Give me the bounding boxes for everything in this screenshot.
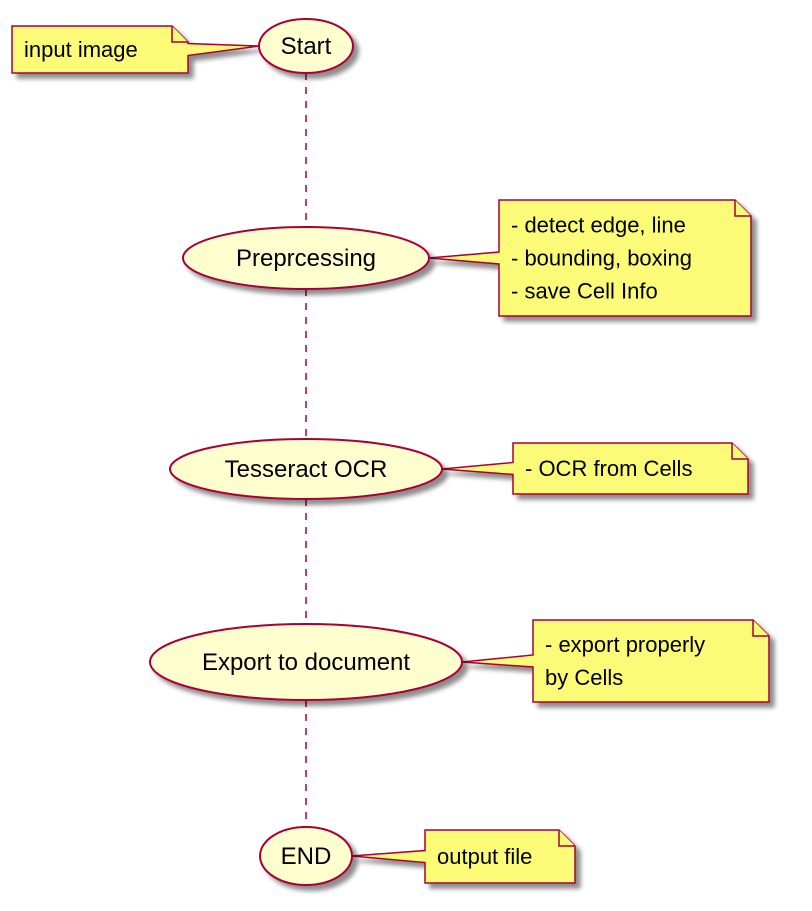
node-shape [169,438,443,500]
note-fold [752,620,769,637]
note-export: - export properly by Cells [461,619,770,703]
note-line: input image [24,37,138,62]
node-label: Export to document [202,649,410,676]
node-preprocessing: Preprcessing [182,226,430,290]
node-shape [149,623,463,701]
note-line: - export properly [545,632,705,657]
note-fold [558,830,575,847]
node-label: Start [281,33,332,60]
note-line: output file [437,844,532,869]
node-ocr: Tesseract OCR [169,438,443,500]
node-shape [259,826,353,886]
node-label: Preprcessing [236,245,376,272]
node-label: END [281,843,332,870]
node-shape [258,18,354,74]
notes-layer: input image - detect edge, line - bounding… [11,25,770,884]
note-line: - detect edge, line [511,212,686,237]
node-end: END [259,826,353,886]
node-start: Start [258,18,354,74]
node-label: Tesseract OCR [225,456,388,483]
note-fold [171,26,188,43]
node-export: Export to document [149,623,463,701]
note-line: by Cells [545,665,623,690]
note-line: - save Cell Info [511,278,658,303]
note-line: - OCR from Cells [525,456,692,481]
note-end: output file [351,829,576,884]
note-preprocessing: - detect edge, line - bounding, boxing - s… [428,199,752,317]
note-fold [731,443,748,460]
note-ocr: - OCR from Cells [441,442,749,495]
note-line: - bounding, boxing [511,245,692,270]
note-fold [734,200,751,217]
note-start: input image [11,25,260,74]
node-shape [182,226,430,290]
